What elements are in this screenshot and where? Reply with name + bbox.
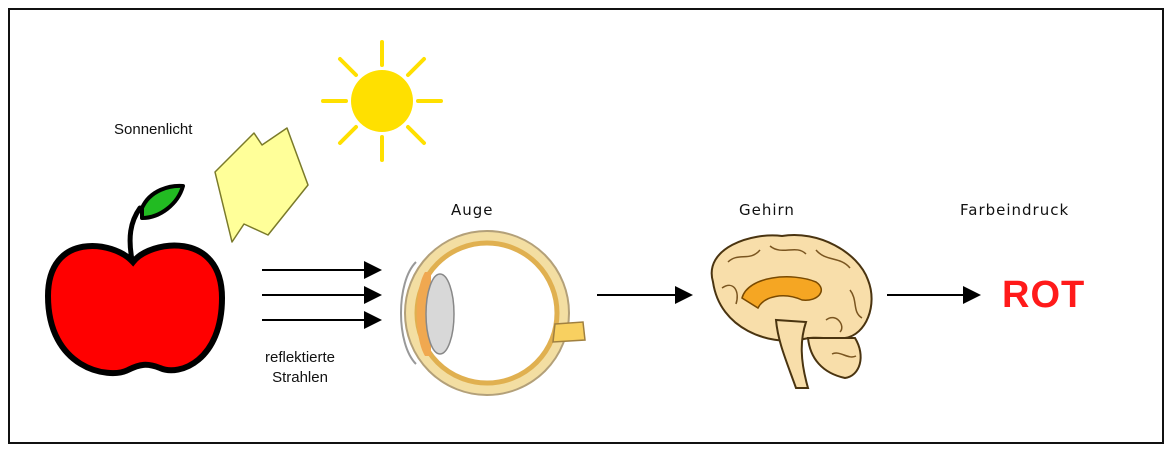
sunlight-label: Sonnenlicht bbox=[114, 121, 192, 138]
reflected-rays-label-line1: reflektierte bbox=[254, 348, 346, 368]
result-red-label: ROT bbox=[1002, 274, 1085, 317]
sunlight-arrow-icon bbox=[215, 128, 308, 242]
reflected-rays-label: reflektierte Strahlen bbox=[254, 348, 346, 388]
sun-icon bbox=[323, 42, 441, 160]
reflected-rays-arrows bbox=[262, 261, 382, 329]
brain-label: Gehirn bbox=[739, 201, 795, 219]
eye-label: Auge bbox=[451, 201, 494, 219]
reflected-rays-label-line2: Strahlen bbox=[254, 368, 346, 388]
arrow-brain-to-result bbox=[887, 286, 981, 304]
brain-icon bbox=[712, 235, 872, 388]
color-impression-label: Farbeindruck bbox=[960, 201, 1069, 219]
apple-icon bbox=[48, 186, 222, 373]
arrow-eye-to-brain bbox=[597, 286, 693, 304]
eye-icon bbox=[401, 231, 585, 395]
